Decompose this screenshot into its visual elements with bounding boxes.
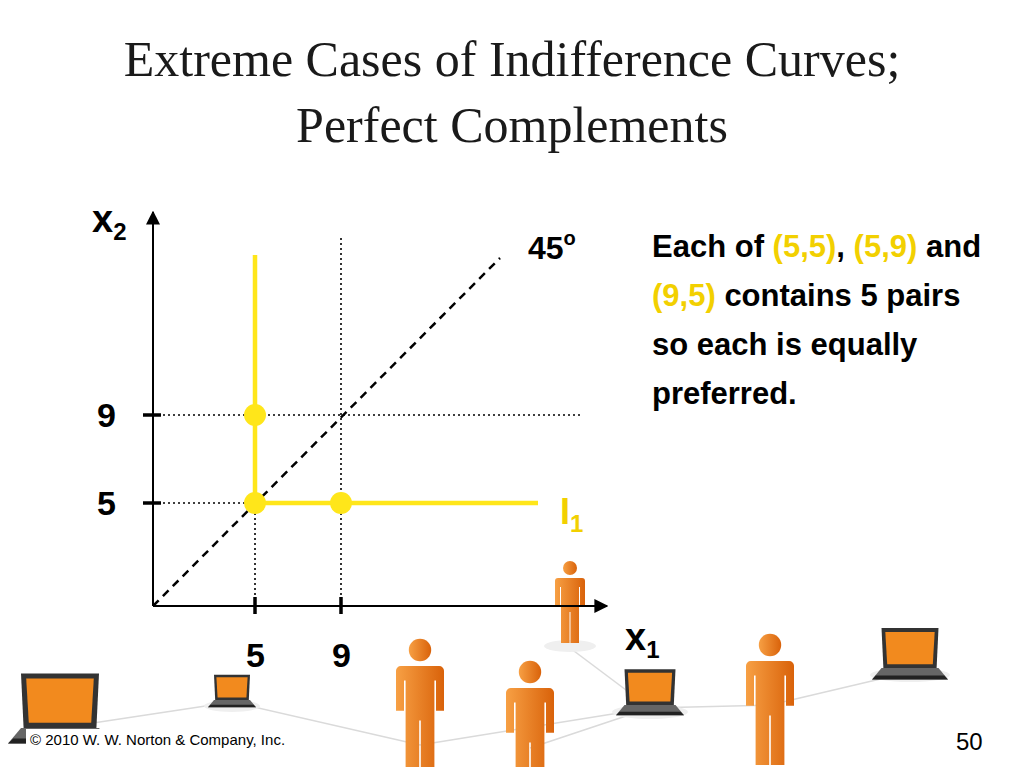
tick-marks	[143, 415, 341, 614]
axis-label: x	[625, 616, 646, 658]
curve-label: I	[560, 491, 570, 532]
x-axis-title: x1	[625, 618, 660, 656]
curve-name: I1	[560, 494, 583, 530]
tick-label: 9	[332, 636, 351, 674]
axis-subscript: 1	[646, 636, 659, 663]
note-text: and	[926, 229, 981, 264]
y-tick: 5	[97, 486, 116, 520]
floor-shadows	[204, 640, 950, 719]
note-text: ,	[836, 229, 845, 264]
tick-label: 5	[97, 484, 116, 522]
laptop-icon	[208, 675, 256, 707]
x-axis	[153, 605, 607, 607]
diagonal-45	[153, 258, 500, 606]
indifference-curve	[255, 255, 538, 503]
tick-label: 5	[246, 636, 265, 674]
axis-label: x	[92, 198, 113, 240]
y-axis	[152, 212, 154, 606]
curve-subscript: 1	[570, 510, 583, 537]
slide-title: Extreme Cases of Indifference Curves; Pe…	[0, 26, 1024, 158]
x-tick: 9	[332, 638, 351, 672]
bundle-label: (5,5)	[773, 229, 837, 264]
footer: © 2010 W. W. Norton & Company, Inc.	[26, 732, 289, 748]
person-figure	[396, 639, 444, 767]
bundle-points	[244, 404, 352, 514]
y-axis-title: x2	[92, 200, 127, 238]
laptop-icon	[616, 669, 684, 715]
degree-sign: o	[564, 227, 576, 249]
person-figure	[506, 661, 554, 767]
person-figure	[555, 561, 585, 643]
y-tick: 9	[97, 398, 116, 432]
copyright-footer: © 2010 W. W. Norton & Company, Inc.	[26, 729, 289, 750]
tick-label: 9	[97, 396, 116, 434]
bundle-label: (9,5)	[652, 278, 716, 313]
angle-label: 45	[528, 230, 564, 266]
page-number: 50	[956, 728, 983, 755]
axis-subscript: 2	[113, 218, 126, 245]
explanation-note: Each of (5,5), (5,9) and (9,5) contains …	[652, 222, 1004, 418]
note-text: Each of	[652, 229, 764, 264]
dotted-guides	[153, 238, 580, 606]
laptop-icon	[872, 628, 948, 679]
footer: 50	[956, 730, 983, 754]
angle-title: 45o	[528, 232, 576, 264]
x-tick: 5	[246, 638, 265, 672]
bundle-label: (5,9)	[854, 229, 918, 264]
person-figure	[746, 634, 794, 765]
